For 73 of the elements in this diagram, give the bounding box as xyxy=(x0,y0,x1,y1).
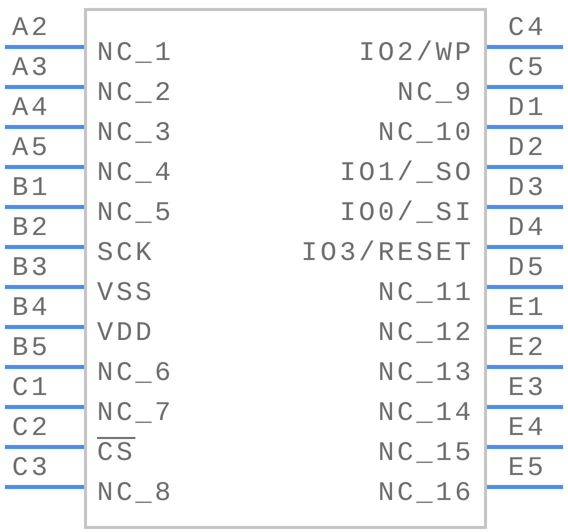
pin-line xyxy=(487,165,563,169)
pin-name: NC_10 xyxy=(378,119,474,149)
pin-number: C4 xyxy=(508,14,546,44)
pin-number: C2 xyxy=(12,414,50,444)
pin-number: A2 xyxy=(12,14,50,44)
pin-line xyxy=(5,325,84,329)
pin-name: IO0/_SI xyxy=(340,199,474,229)
pin-number: E2 xyxy=(508,334,546,364)
pin-line xyxy=(487,125,563,129)
pin-name: NC_14 xyxy=(378,399,474,429)
pin-line xyxy=(5,125,84,129)
pin-line xyxy=(487,365,563,369)
pin-name: NC_2 xyxy=(97,79,174,109)
pin-line xyxy=(5,245,84,249)
pin-number: C3 xyxy=(12,454,50,484)
pin-line xyxy=(5,85,84,89)
pin-name: IO1/_SO xyxy=(340,159,474,189)
pin-number: D2 xyxy=(508,134,546,164)
pin-line xyxy=(5,365,84,369)
pin-number: A3 xyxy=(12,54,50,84)
pin-number: B1 xyxy=(12,174,50,204)
pin-number: B3 xyxy=(12,254,50,284)
pin-number: A5 xyxy=(12,134,50,164)
pin-number: A4 xyxy=(12,94,50,124)
pin-line xyxy=(487,485,563,489)
pin-line xyxy=(5,485,84,489)
pin-name: NC_12 xyxy=(378,319,474,349)
pin-line xyxy=(487,205,563,209)
pin-name: SCK xyxy=(97,239,155,269)
pin-name: NC_1 xyxy=(97,39,174,69)
pin-name: NC_13 xyxy=(378,359,474,389)
pin-line xyxy=(487,45,563,49)
pin-number: D5 xyxy=(508,254,546,284)
pin-line xyxy=(487,85,563,89)
pin-name: CS xyxy=(97,439,136,469)
pin-name: NC_9 xyxy=(397,79,474,109)
chip-body xyxy=(84,8,487,529)
pin-name: VDD xyxy=(97,319,155,349)
pin-name: NC_8 xyxy=(97,479,174,509)
pin-name: NC_16 xyxy=(378,479,474,509)
pin-line xyxy=(487,325,563,329)
pin-name: NC_15 xyxy=(378,439,474,469)
pin-line xyxy=(487,245,563,249)
pin-line xyxy=(487,445,563,449)
pin-name: NC_6 xyxy=(97,359,174,389)
pin-line xyxy=(5,285,84,289)
pin-number: E4 xyxy=(508,414,546,444)
pin-line xyxy=(5,405,84,409)
pin-name: VSS xyxy=(97,279,155,309)
pin-number: C5 xyxy=(508,54,546,84)
pin-line xyxy=(487,285,563,289)
pin-name: NC_4 xyxy=(97,159,174,189)
pin-name: IO3/RESET xyxy=(301,239,474,269)
pin-number: E1 xyxy=(508,294,546,324)
pin-number: B4 xyxy=(12,294,50,324)
pin-number: B2 xyxy=(12,214,50,244)
pin-line xyxy=(5,165,84,169)
pin-number: E5 xyxy=(508,454,546,484)
pin-number: D1 xyxy=(508,94,546,124)
pin-number: D4 xyxy=(508,214,546,244)
pin-number: D3 xyxy=(508,174,546,204)
pin-name: NC_5 xyxy=(97,199,174,229)
pin-number: C1 xyxy=(12,374,50,404)
pin-name: IO2/WP xyxy=(358,39,474,69)
pin-number: B5 xyxy=(12,334,50,364)
pin-line xyxy=(5,205,84,209)
pin-number: E3 xyxy=(508,374,546,404)
pin-line xyxy=(487,405,563,409)
pin-name: NC_7 xyxy=(97,399,174,429)
pin-line xyxy=(5,445,84,449)
pin-name: NC_3 xyxy=(97,119,174,149)
pin-line xyxy=(5,45,84,49)
pin-name: NC_11 xyxy=(378,279,474,309)
